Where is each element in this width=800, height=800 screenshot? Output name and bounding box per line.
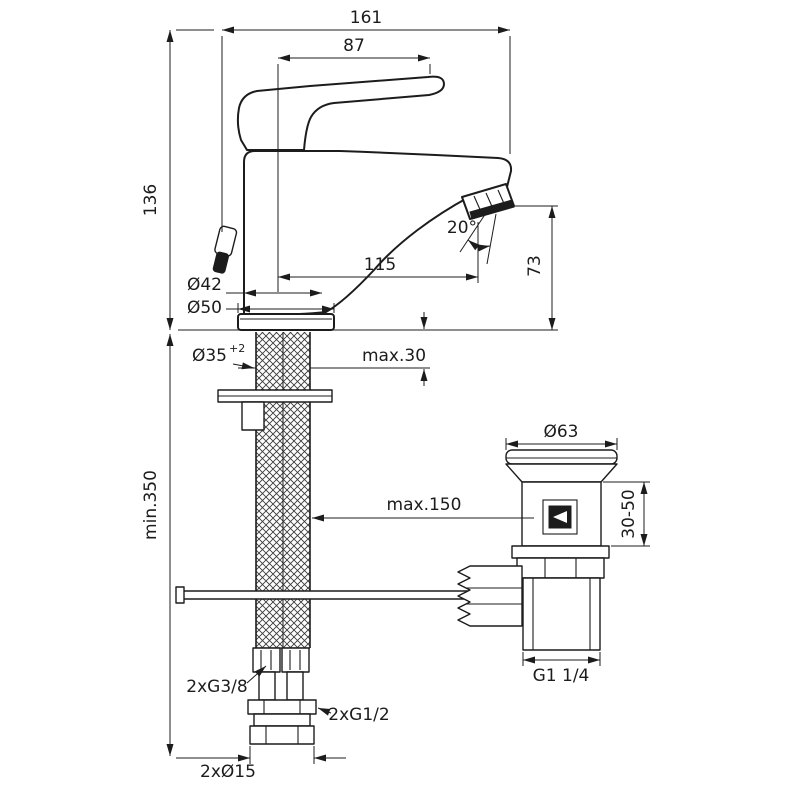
dim-waste-thread: G1 1/4 bbox=[533, 666, 590, 686]
dim-spout-reach: 115 bbox=[364, 255, 396, 275]
dim-outlet-height: 73 bbox=[525, 255, 545, 277]
dim-pipe-diameter: 2xØ15 bbox=[200, 762, 256, 782]
dim-body-diameter: Ø42 bbox=[187, 275, 222, 295]
dim-hole-diameter: Ø35 bbox=[192, 346, 227, 366]
pop-up-rod bbox=[175, 586, 473, 604]
faucet bbox=[212, 75, 515, 331]
dim-deck-thickness: max.30 bbox=[362, 346, 426, 366]
waste-locknut bbox=[457, 565, 523, 627]
base-flange bbox=[237, 313, 335, 331]
waste-flange bbox=[505, 449, 618, 465]
waste-tailpiece bbox=[522, 577, 601, 651]
dim-overall-depth: 161 bbox=[350, 8, 382, 28]
dim-handle-depth: 87 bbox=[343, 36, 365, 56]
dim-body-height: 136 bbox=[141, 184, 161, 216]
side-knob bbox=[212, 225, 238, 274]
fixing-hardware bbox=[217, 389, 333, 431]
faucet-handle bbox=[236, 75, 445, 151]
aerator bbox=[461, 183, 515, 220]
dim-min-clearance: min.350 bbox=[141, 470, 161, 540]
dim-hole-tolerance: +2 bbox=[229, 342, 245, 355]
dim-waste-deck-range: 30-50 bbox=[619, 489, 639, 538]
dim-waste-flange: Ø63 bbox=[543, 422, 578, 442]
hose-fittings bbox=[247, 647, 317, 745]
drain-assembly bbox=[457, 449, 618, 651]
dim-union-thread: 2xG1/2 bbox=[328, 705, 389, 725]
dim-base-diameter: Ø50 bbox=[187, 298, 222, 318]
dimensions: 161 87 136 115 73 20° Ø42 Ø50 bbox=[141, 8, 650, 782]
dim-spray-angle: 20° bbox=[447, 218, 477, 238]
supply-hoses bbox=[255, 332, 311, 649]
dim-hose-reach: max.150 bbox=[387, 495, 462, 515]
dim-supply-thread: 2xG3/8 bbox=[186, 677, 247, 697]
